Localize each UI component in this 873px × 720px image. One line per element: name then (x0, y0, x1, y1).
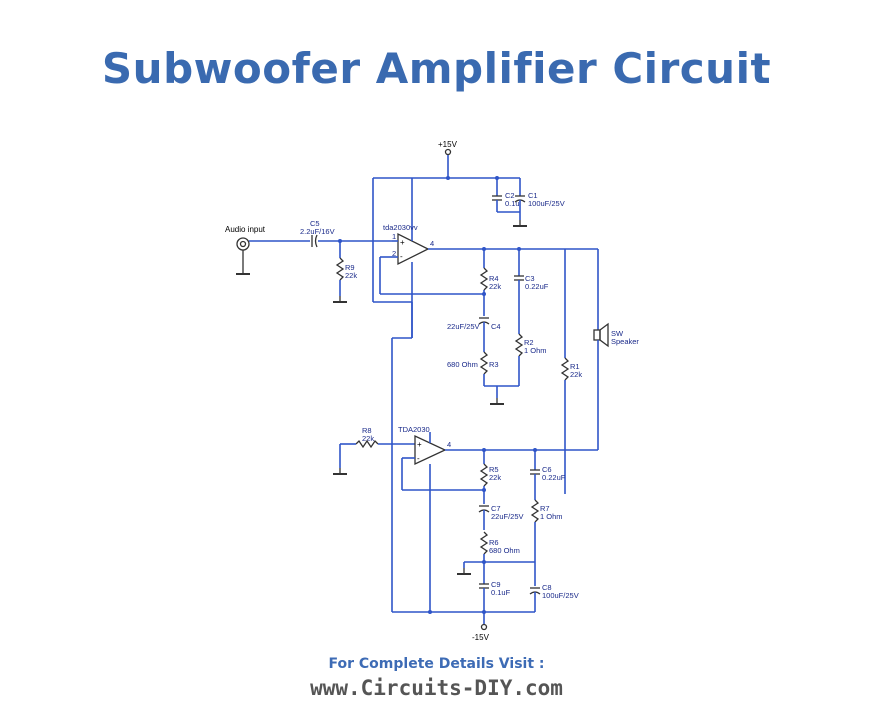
resistor-r5: R5 22k (479, 450, 501, 504)
svg-text:R2: R2 (524, 338, 534, 347)
svg-text:22k: 22k (489, 282, 501, 291)
svg-text:4: 4 (430, 239, 434, 248)
ic2-label: TDA2030 (398, 425, 430, 434)
svg-text:2: 2 (392, 249, 396, 258)
speaker-icon: SW Speaker (593, 322, 639, 348)
svg-text:SW: SW (611, 329, 624, 338)
resistor-r7: R7 1 Ohm (530, 499, 563, 586)
svg-text:R7: R7 (540, 504, 550, 513)
resistor-r1: R1 22k (560, 249, 582, 494)
capacitor-c8: C8 100uF/25V (529, 583, 579, 612)
resistor-r9: R9 22k (335, 241, 357, 296)
positive-supply-label: +15V (438, 140, 458, 149)
svg-text:R4: R4 (489, 274, 499, 283)
svg-text:0.1u: 0.1u (505, 199, 520, 208)
svg-text:680 Ohm: 680 Ohm (489, 546, 520, 555)
page-title: Subwoofer Amplifier Circuit (101, 44, 772, 93)
resistor-r2: R2 1 Ohm (514, 333, 547, 386)
svg-text:C7: C7 (491, 504, 501, 513)
svg-text:+: + (400, 238, 405, 247)
capacitor-c2: C2 0.1u (492, 178, 520, 212)
svg-text:C5: C5 (310, 219, 320, 228)
capacitor-c1: C1 100uF/25V (514, 178, 565, 212)
negative-supply: -15V (472, 623, 490, 642)
svg-text:22k: 22k (570, 370, 582, 379)
capacitor-c3: C3 0.22uF (514, 249, 549, 334)
svg-text:4: 4 (447, 440, 451, 449)
svg-text:1 Ohm: 1 Ohm (540, 512, 563, 521)
capacitor-c5: C5 2.2uF/16V (300, 219, 335, 248)
svg-text:R5: R5 (489, 465, 499, 474)
svg-text:680 Ohm: 680 Ohm (447, 360, 478, 369)
svg-text:2.2uF/16V: 2.2uF/16V (300, 227, 335, 236)
svg-text:22uF/25V: 22uF/25V (447, 322, 480, 331)
positive-supply: +15V (438, 140, 458, 156)
svg-text:100uF/25V: 100uF/25V (542, 591, 579, 600)
footer-visit-text: For Complete Details Visit : (328, 656, 545, 672)
svg-text:C2: C2 (505, 191, 515, 200)
svg-text:C8: C8 (542, 583, 552, 592)
svg-text:-: - (417, 454, 420, 463)
svg-text:C4: C4 (491, 322, 501, 331)
svg-text:Speaker: Speaker (611, 337, 639, 346)
capacitor-c9: C9 0.1uF (479, 580, 511, 612)
footer-site-link[interactable]: www.Circuits-DIY.com (310, 676, 563, 700)
audio-input-jack (235, 237, 251, 275)
capacitor-c7: C7 22uF/25V (478, 504, 524, 530)
svg-text:R8: R8 (362, 426, 372, 435)
resistor-r8: R8 22k (355, 426, 379, 449)
svg-text:22k: 22k (489, 473, 501, 482)
capacitor-c4: 22uF/25V C4 (447, 317, 501, 352)
resistor-r4: R4 22k (479, 249, 501, 316)
svg-text:22k: 22k (345, 271, 357, 280)
svg-text:R3: R3 (489, 360, 499, 369)
capacitor-c6: C6 0.22uF (530, 450, 566, 500)
svg-text:22k: 22k (362, 434, 374, 443)
opamp-tda2030-1: + - 1 2 4 tda2030vv (383, 223, 434, 266)
svg-text:0.1uF: 0.1uF (491, 588, 511, 597)
svg-text:0.22uF: 0.22uF (525, 282, 549, 291)
svg-text:C3: C3 (525, 274, 535, 283)
svg-text:R1: R1 (570, 362, 580, 371)
svg-text:R9: R9 (345, 263, 355, 272)
svg-text:C6: C6 (542, 465, 552, 474)
resistor-r3: 680 Ohm R3 (447, 351, 499, 386)
ic1-label: tda2030vv (383, 223, 418, 232)
svg-text:-: - (400, 252, 403, 261)
svg-text:1: 1 (392, 232, 396, 241)
svg-text:C9: C9 (491, 580, 501, 589)
audio-input-label: Audio input (225, 225, 266, 234)
svg-text:100uF/25V: 100uF/25V (528, 199, 565, 208)
svg-text:C1: C1 (528, 191, 538, 200)
svg-text:22uF/25V: 22uF/25V (491, 512, 524, 521)
negative-supply-label: -15V (472, 633, 490, 642)
svg-text:1 Ohm: 1 Ohm (524, 346, 547, 355)
resistor-r6: R6 680 Ohm (479, 531, 520, 584)
svg-text:0.22uF: 0.22uF (542, 473, 566, 482)
svg-text:+: + (417, 440, 422, 449)
svg-text:R6: R6 (489, 538, 499, 547)
